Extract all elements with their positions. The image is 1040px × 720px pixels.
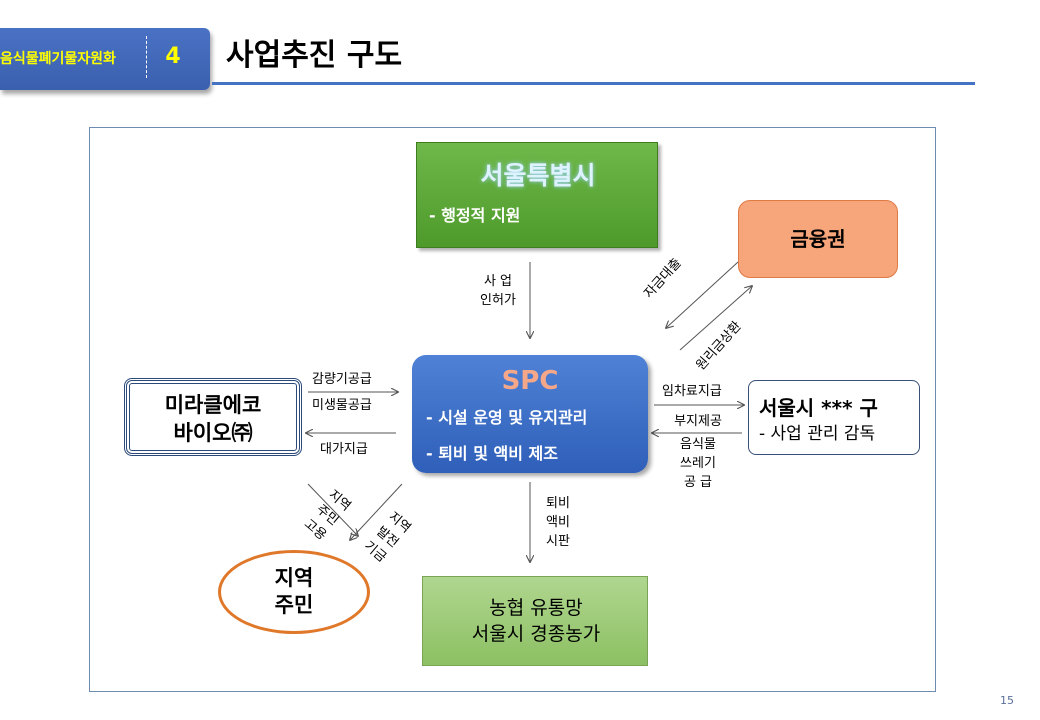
edge-label-payment: 대가지급 bbox=[320, 442, 368, 457]
spc-title: SPC bbox=[501, 366, 559, 396]
residents-line-2: 주민 bbox=[274, 593, 314, 617]
edge-label-permit-2: 인허가 bbox=[480, 293, 516, 308]
edge-label-permit: 사 업 인허가 bbox=[476, 272, 520, 310]
residents-line-1: 지역 bbox=[274, 566, 314, 590]
edge-label-supply-1: 감량기공급 bbox=[312, 372, 372, 387]
section-divider bbox=[146, 36, 147, 78]
node-finance: 금융권 bbox=[738, 200, 898, 278]
node-miracle-eco-bio: 미라클에코 바이오㈜ bbox=[124, 378, 302, 456]
edge-label-site-3: 쓰레기 bbox=[680, 456, 716, 471]
arrow-finance-loan bbox=[666, 261, 739, 328]
edge-label-site-2: 음식물 bbox=[680, 437, 716, 452]
edge-label-sale-1: 퇴비 bbox=[546, 496, 570, 511]
nonghyup-label: 농협 유통망 서울시 경종농가 bbox=[423, 595, 649, 647]
seoul-city-title: 서울특별시 bbox=[480, 161, 596, 190]
seoul-gu-desc: - 사업 관리 감독 bbox=[759, 424, 876, 444]
edge-label-sale-3: 시판 bbox=[546, 534, 570, 549]
diagram-frame bbox=[89, 127, 936, 692]
miracle-line-1: 미라클에코 bbox=[164, 393, 262, 417]
edge-label-supply-2: 미생물공급 bbox=[312, 398, 372, 413]
edge-label-sale: 퇴비 액비 시판 bbox=[540, 494, 576, 551]
arrow-repayment bbox=[679, 286, 752, 351]
section-number: 4 bbox=[165, 44, 181, 69]
section-tab bbox=[0, 28, 210, 90]
edge-label-site-4: 공 급 bbox=[683, 475, 713, 490]
spc-desc-2: - 퇴비 및 액비 제조 bbox=[426, 444, 558, 463]
spc-desc-1: - 시설 운영 및 유지관리 bbox=[426, 408, 588, 427]
section-label: 음식물폐기물자원화 bbox=[0, 51, 116, 67]
residents-label: 지역 주민 bbox=[221, 565, 367, 619]
page-title: 사업추진 구도 bbox=[226, 38, 403, 73]
edge-label-permit-1: 사 업 bbox=[483, 274, 513, 289]
seoul-city-desc: - 행정적 지원 bbox=[429, 206, 521, 225]
miracle-label: 미라클에코 바이오㈜ bbox=[127, 391, 299, 447]
nonghyup-line-1: 농협 유통망 bbox=[489, 597, 583, 619]
edge-label-sale-2: 액비 bbox=[546, 515, 570, 530]
node-seoul-gu: 서울시 *** 구 - 사업 관리 감독 bbox=[748, 380, 920, 455]
miracle-line-2: 바이오㈜ bbox=[173, 421, 253, 445]
node-nonghyup: 농협 유통망 서울시 경종농가 bbox=[422, 576, 648, 666]
page-number: 15 bbox=[1000, 694, 1014, 707]
seoul-gu-title: 서울시 *** 구 bbox=[759, 396, 878, 420]
edge-label-site-1: 부지제공 bbox=[674, 414, 722, 429]
node-seoul-city: 서울특별시 - 행정적 지원 bbox=[416, 142, 658, 248]
nonghyup-line-2: 서울시 경종농가 bbox=[471, 623, 601, 645]
edge-label-rent: 임차료지급 bbox=[662, 384, 722, 399]
node-local-residents: 지역 주민 bbox=[218, 550, 370, 634]
edge-label-site: 부지제공 음식물 쓰레기 공 급 bbox=[668, 412, 728, 492]
arrow-development bbox=[307, 483, 358, 536]
title-underline bbox=[212, 82, 975, 85]
node-spc: SPC - 시설 운영 및 유지관리 - 퇴비 및 액비 제조 bbox=[412, 355, 648, 473]
